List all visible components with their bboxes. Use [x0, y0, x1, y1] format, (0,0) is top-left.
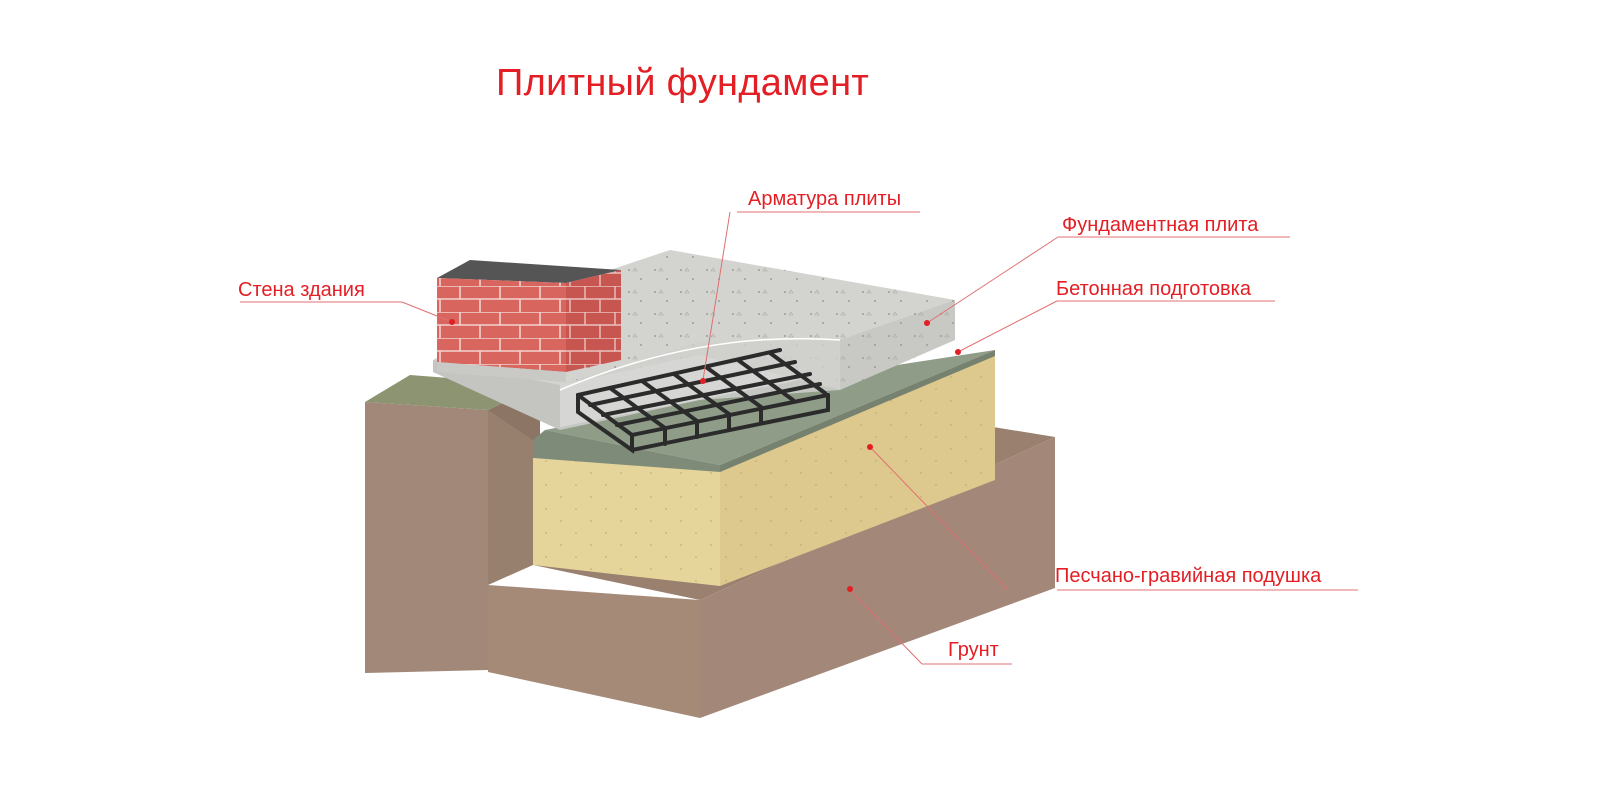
- label-foundation-slab: Фундаментная плита: [1062, 214, 1259, 236]
- marker-dots: [449, 319, 961, 592]
- sand-gravel-cushion: [533, 350, 995, 586]
- page-title: Плитный фундамент: [496, 62, 870, 104]
- label-sand-gravel-cushion: Песчано-гравийная подушка: [1055, 565, 1322, 587]
- rebar-mesh: [576, 348, 830, 454]
- label-soil: Грунт: [948, 639, 999, 661]
- brick-wall: [437, 260, 621, 382]
- label-rebar: Арматура плиты: [748, 188, 902, 210]
- label-building-wall: Стена здания: [238, 279, 365, 301]
- label-concrete-preparation: Бетонная подготовка: [1056, 278, 1251, 300]
- leader-lines: [240, 211, 1358, 665]
